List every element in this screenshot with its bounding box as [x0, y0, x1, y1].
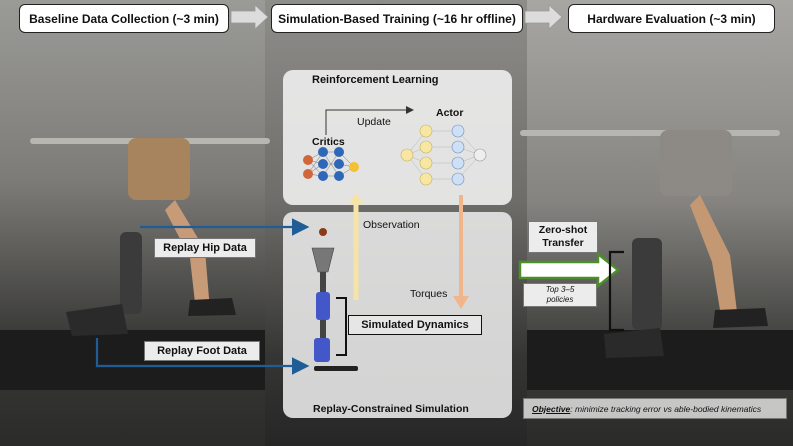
top-policies-line2: policies	[546, 295, 574, 304]
actor-weight-node	[419, 156, 433, 170]
handrail-right	[520, 130, 780, 136]
socket-shape	[311, 247, 335, 273]
left-prosthesis	[120, 232, 142, 314]
actor-label: Actor	[436, 107, 464, 119]
stage-simulation-training: Simulation-Based Training (~16 hr offlin…	[271, 4, 523, 33]
critic-hidden-node	[334, 147, 344, 157]
actor-basis-node	[451, 124, 465, 138]
foot-plate	[314, 366, 358, 371]
actor-sum-node	[400, 148, 414, 162]
stage-baseline-data-collection: Baseline Data Collection (~3 min)	[19, 4, 229, 33]
ankle-joint	[314, 338, 330, 362]
critics-label: Critics	[312, 136, 345, 148]
torques-label: Torques	[410, 288, 448, 300]
critic-hidden-node	[318, 159, 328, 169]
critic-hidden-node	[334, 159, 344, 169]
objective-box: Objective: minimize tracking error vs ab…	[523, 398, 787, 419]
objective-text: : minimize tracking error vs able-bodied…	[570, 403, 762, 414]
left-prosthetic-foot	[66, 304, 128, 336]
simulated-dynamics-box: Simulated Dynamics	[348, 315, 482, 335]
right-prosthetic-foot	[604, 328, 664, 358]
right-walker-shoe	[713, 308, 768, 328]
simulated-dynamics-label: Simulated Dynamics	[361, 319, 469, 331]
left-walker-shoe	[188, 298, 236, 316]
actor-basis-node	[451, 156, 465, 170]
replay-hip-label: Replay Hip Data	[163, 242, 247, 254]
actor-weight-node	[419, 124, 433, 138]
torques-arrow-head	[453, 296, 469, 309]
right-prosthesis-bracket	[608, 250, 624, 332]
stage-baseline-label: Baseline Data Collection (~3 min)	[29, 11, 219, 26]
left-walker-shorts	[128, 138, 190, 200]
critic-input-node	[303, 155, 313, 165]
stage-hardware-label: Hardware Evaluation (~3 min)	[587, 11, 756, 26]
critic-hidden-node	[318, 147, 328, 157]
observation-arrow-head	[348, 193, 364, 204]
right-walker-shorts	[660, 130, 732, 196]
replay-foot-arrow	[95, 338, 310, 375]
replay-foot-label: Replay Foot Data	[157, 345, 247, 357]
update-arrow	[325, 106, 414, 135]
critic-input-node	[303, 169, 313, 179]
actor-network	[400, 124, 487, 186]
stage-hardware-evaluation: Hardware Evaluation (~3 min)	[568, 4, 775, 33]
critic-output-node	[349, 162, 359, 172]
hip-marker	[319, 228, 327, 236]
top-policies-line1: Top 3–5	[545, 285, 575, 294]
actor-basis-node	[451, 172, 465, 186]
zero-shot-transfer-box: Zero-shot Transfer	[528, 221, 598, 253]
right-walker-leg	[690, 195, 738, 322]
replay-foot-box: Replay Foot Data	[144, 341, 260, 361]
observation-label: Observation	[363, 219, 420, 231]
reinforcement-learning-panel	[283, 70, 512, 205]
critic-hidden-node	[334, 171, 344, 181]
objective-prefix: Objective	[532, 403, 571, 414]
stage-training-label: Simulation-Based Training (~16 hr offlin…	[278, 11, 516, 26]
simulation-title: Replay-Constrained Simulation	[313, 403, 469, 415]
simulated-prosthesis	[311, 228, 358, 371]
actor-output-node	[473, 148, 487, 162]
top-policies-box: Top 3–5 policies	[523, 283, 597, 307]
update-label: Update	[357, 116, 391, 128]
transfer-label: Transfer	[542, 237, 584, 249]
actor-basis-node	[451, 140, 465, 154]
right-prosthesis	[632, 238, 662, 330]
actor-weight-node	[419, 172, 433, 186]
zero-shot-label: Zero-shot	[538, 224, 588, 236]
knee-joint	[316, 292, 330, 320]
critics-network	[303, 147, 359, 181]
rl-title: Reinforcement Learning	[312, 74, 439, 86]
replay-hip-box: Replay Hip Data	[154, 238, 256, 258]
actor-weight-node	[419, 140, 433, 154]
critic-hidden-node	[318, 171, 328, 181]
transfer-arrow	[518, 251, 621, 289]
